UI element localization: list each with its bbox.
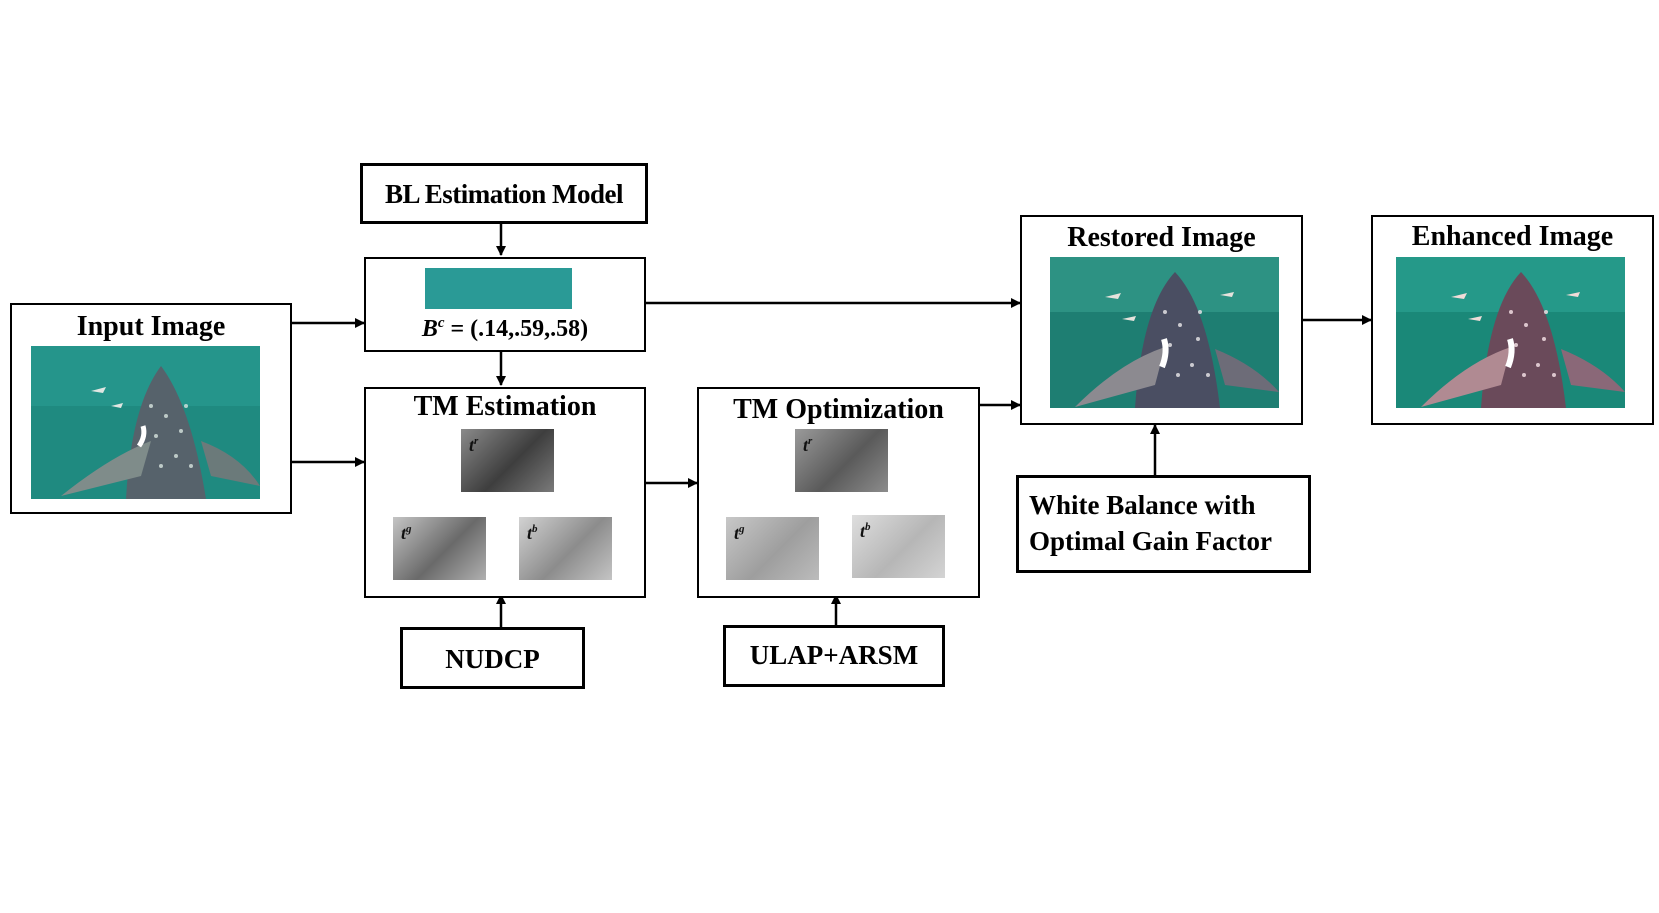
nudcp-label: NUDCP xyxy=(445,644,540,674)
bl-estimation-model-box: BL Estimation Model xyxy=(360,163,648,224)
tm-optimization-map-b: tb xyxy=(852,515,945,578)
restored-image-photo xyxy=(1050,257,1279,408)
white-balance-line1: White Balance with xyxy=(1029,490,1256,520)
tm-optimization-map-b-label: tb xyxy=(860,521,871,541)
tm-estimation-map-b-label: tb xyxy=(527,523,538,543)
background-light-box: Bc = (.14,.59,.58) xyxy=(364,257,646,352)
formula-superscript: c xyxy=(437,315,445,331)
formula-values: = (.14,.59,.58) xyxy=(444,316,589,342)
tm-estimation-map-g: tg xyxy=(393,517,486,580)
tm-estimation-map-b: tb xyxy=(519,517,612,580)
tm-optimization-map-g-label: tg xyxy=(734,523,745,543)
restored-image-box: Restored Image xyxy=(1020,215,1303,425)
background-light-formula: Bc = (.14,.59,.58) xyxy=(366,315,644,343)
restored-image-title: Restored Image xyxy=(1067,222,1256,253)
tm-optimization-map-g: tg xyxy=(726,517,819,580)
white-balance-line2: Optimal Gain Factor xyxy=(1029,526,1272,556)
tm-optimization-title: TM Optimization xyxy=(733,394,944,425)
tm-optimization-box: TM Optimization tr tg tb xyxy=(697,387,980,598)
tm-estimation-map-g-label: tg xyxy=(401,523,412,543)
tm-optimization-map-r-label: tr xyxy=(803,435,813,455)
ulap-arsm-label: ULAP+ARSM xyxy=(749,640,919,670)
white-balance-box: White Balance with Optimal Gain Factor xyxy=(1016,475,1311,573)
ulap-arsm-box: ULAP+ARSM xyxy=(723,625,945,687)
nudcp-box: NUDCP xyxy=(400,627,585,689)
bl-estimation-model-label: BL Estimation Model xyxy=(384,179,624,209)
input-image-title: Input Image xyxy=(76,311,226,342)
enhanced-image-title: Enhanced Image xyxy=(1411,221,1614,252)
input-image-photo xyxy=(31,346,260,499)
formula-symbol: B xyxy=(421,316,438,342)
input-image-box: Input Image xyxy=(10,303,292,514)
tm-optimization-map-r: tr xyxy=(795,429,888,492)
background-light-swatch xyxy=(425,268,572,309)
enhanced-image-box: Enhanced Image xyxy=(1371,215,1654,425)
tm-estimation-title: TM Estimation xyxy=(413,391,597,422)
enhanced-image-photo xyxy=(1396,257,1625,408)
tm-estimation-map-r-label: tr xyxy=(469,435,479,455)
tm-estimation-box: TM Estimation tr tg tb xyxy=(364,387,646,598)
tm-estimation-map-r: tr xyxy=(461,429,554,492)
